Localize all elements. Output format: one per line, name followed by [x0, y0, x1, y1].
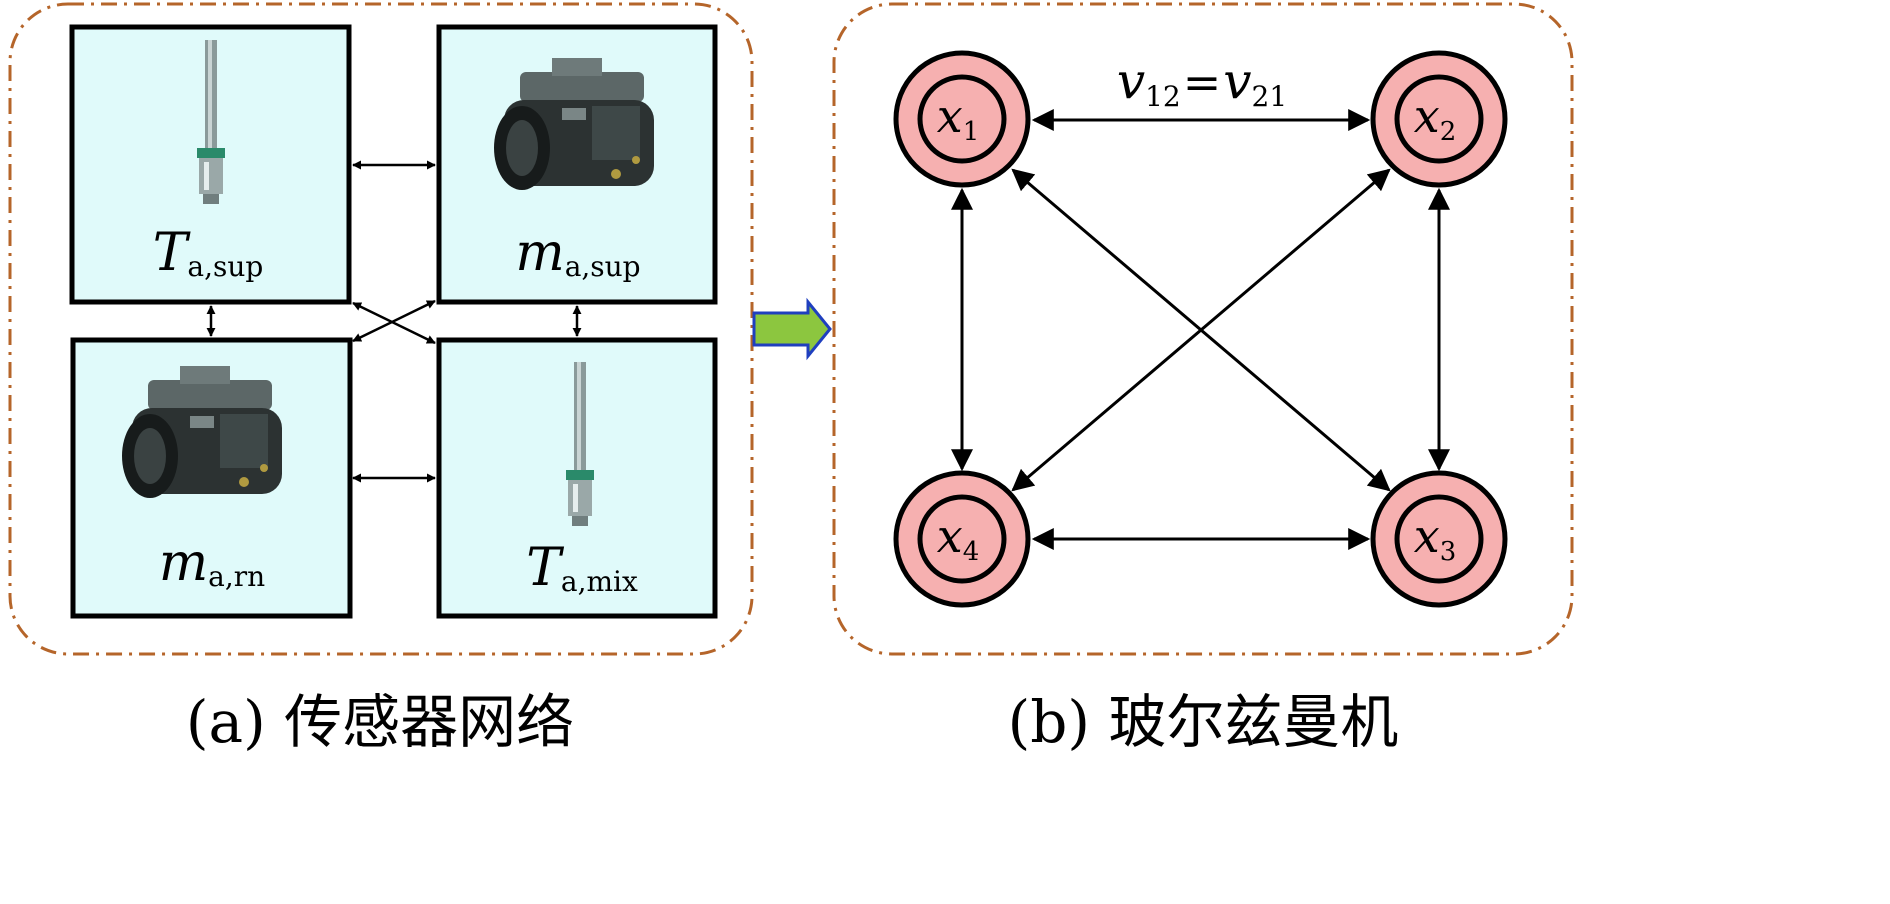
edge-x2-x4	[1011, 168, 1391, 492]
svg-text:x3: x3	[1414, 509, 1457, 567]
sensor-label-main: T	[153, 223, 191, 283]
sensor-label-sub: a,mix	[561, 565, 638, 598]
sensor-label-main: m	[159, 533, 208, 593]
sensor-label-sub: a,sup	[187, 250, 263, 283]
sensor-label-main: T	[526, 538, 564, 598]
panel-a-frame	[8, 2, 754, 656]
sensor-connections	[206, 160, 582, 483]
sensor-box-t-a-mix: Ta,mix	[436, 337, 718, 619]
sensor-box-m-a-sup: ma,sup	[436, 24, 718, 305]
bm-node-x4: x4	[893, 470, 1031, 608]
svg-text:ma,sup: ma,sup	[515, 223, 640, 283]
link-tsup-tmix	[352, 301, 436, 345]
sensor-label-sub: a,sup	[565, 250, 641, 283]
sensor-label-main: m	[515, 223, 564, 283]
bm-node-x2: x2	[1370, 50, 1508, 188]
sensor-box-m-a-rn: ma,rn	[70, 337, 353, 619]
caption-b: (b) 玻尔兹曼机	[1008, 688, 1399, 756]
bm-node-x3: x3	[1370, 470, 1508, 608]
bm-edges	[951, 109, 1450, 550]
svg-text:Ta,sup: Ta,sup	[153, 223, 264, 283]
transition-arrow-icon	[752, 297, 832, 361]
link-mrn-msup	[352, 299, 436, 343]
svg-text:x2: x2	[1414, 89, 1457, 147]
panel-b-frame	[832, 2, 1574, 656]
bm-node-x1: x1	[893, 50, 1031, 188]
svg-text:Ta,mix: Ta,mix	[526, 538, 638, 598]
svg-text:x4: x4	[937, 509, 980, 567]
caption-a: (a) 传感器网络	[186, 688, 574, 756]
svg-text:ma,rn: ma,rn	[159, 533, 265, 593]
edge-weight-label: v12=v21	[1117, 52, 1287, 113]
sensor-box-t-a-sup: Ta,sup	[69, 24, 352, 305]
sensor-label-sub: a,rn	[208, 560, 265, 593]
svg-text:x1: x1	[937, 89, 980, 147]
